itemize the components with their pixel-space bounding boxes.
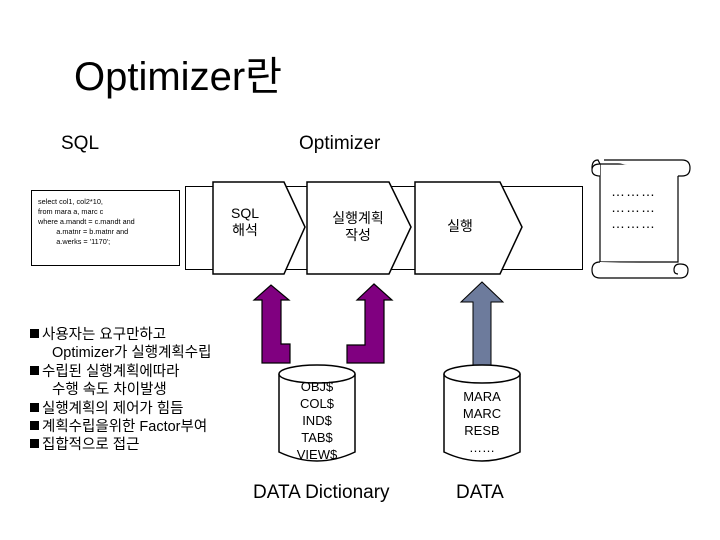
- sql-line: where a.mandt = c.mandt and: [38, 217, 135, 226]
- scroll-text: ……… ……… ………: [611, 183, 656, 231]
- data-dictionary-cylinder: [278, 364, 356, 462]
- bullet-square-icon: [30, 402, 39, 412]
- process-arrow-sql-parse: [212, 181, 306, 275]
- bullet-item: 실행계획의 제어가 힘듬: [30, 400, 211, 418]
- data-dictionary-label: DATA Dictionary: [253, 482, 390, 503]
- bullet-square-icon: [30, 421, 39, 431]
- curved-arrow-plan: [346, 283, 394, 364]
- bullet-square-icon: [30, 365, 39, 375]
- arrow-label-execute: 실행: [447, 218, 473, 234]
- data-items: MARA MARC RESB ……: [462, 389, 502, 455]
- up-arrow-data: [459, 281, 505, 371]
- page-title: Optimizer란: [74, 55, 282, 99]
- sql-line: select col1, col2*10,: [38, 197, 103, 206]
- sql-label: SQL: [61, 133, 100, 154]
- bullet-list: 사용자는 요구만하고 Optimizer가 실행계획수립 수립된 실행계획에따라…: [30, 326, 211, 455]
- sql-line: a.matnr = b.matnr and: [38, 227, 129, 236]
- sql-line: from mara a, marc c: [38, 207, 104, 216]
- scroll-icon: [591, 159, 691, 279]
- optimizer-label: Optimizer: [299, 133, 381, 154]
- bullet-item: 계획수립을위한 Factor부여: [30, 418, 211, 436]
- bullet-square-icon: [30, 439, 39, 449]
- bullet-square-icon: [30, 329, 39, 338]
- sql-query-box: select col1, col2*10, from mara a, marc …: [31, 190, 180, 266]
- bullet-item-continued: 수행 속도 차이발생: [52, 382, 167, 399]
- curved-arrow-parse: [252, 284, 291, 364]
- bullet-item-continued: Optimizer가 실행계획수립: [52, 345, 212, 362]
- sql-line: a.werks = '1170';: [38, 237, 111, 246]
- bullet-item: 수립된 실행계획에따라: [30, 363, 211, 381]
- data-dictionary-items: OBJ$ COL$ IND$ TAB$ VIEW$: [296, 379, 338, 462]
- bullet-item: 사용자는 요구만하고: [30, 326, 211, 344]
- process-arrow-plan: [306, 181, 412, 275]
- data-label: DATA: [456, 482, 504, 503]
- data-cylinder: [443, 364, 521, 462]
- bullet-item: 집합적으로 접근: [30, 436, 211, 454]
- process-arrow-execute: [414, 181, 523, 275]
